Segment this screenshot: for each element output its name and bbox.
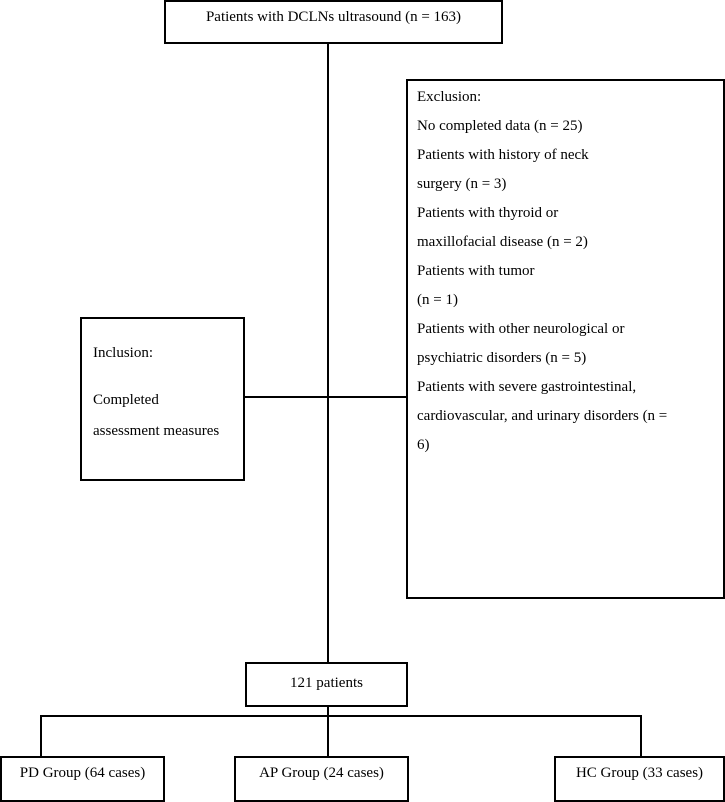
exclusion-line: maxillofacial disease (n = 2) bbox=[417, 234, 588, 250]
connector-pd-drop bbox=[40, 715, 42, 756]
included-patients-text: 121 patients bbox=[290, 675, 363, 691]
exclusion-line: Patients with history of neck bbox=[417, 147, 589, 163]
connector-hc-drop bbox=[640, 715, 642, 756]
top-box: Patients with DCLNs ultrasound (n = 163) bbox=[164, 0, 503, 44]
pd-group-box: PD Group (64 cases) bbox=[0, 756, 165, 802]
exclusion-line: Patients with thyroid or bbox=[417, 205, 559, 221]
connector-groups-horizontal bbox=[40, 715, 642, 717]
exclusion-line: surgery (n = 3) bbox=[417, 176, 507, 192]
hc-group-label: HC Group (33 cases) bbox=[575, 765, 704, 781]
exclusion-heading: Exclusion: bbox=[417, 89, 482, 105]
ap-group-label: AP Group (24 cases) bbox=[259, 765, 384, 781]
top-box-text: Patients with DCLNs ultrasound (n = 163) bbox=[205, 9, 462, 25]
exclusion-box: Exclusion: No completed data (n = 25) Pa… bbox=[406, 79, 725, 599]
connector-middle-down bbox=[327, 707, 329, 756]
connector-main-vertical bbox=[327, 44, 329, 662]
inclusion-line: assessment measures bbox=[93, 423, 220, 439]
exclusion-line: Patients with tumor bbox=[417, 263, 535, 279]
exclusion-line: No completed data (n = 25) bbox=[417, 118, 583, 134]
exclusion-line: Patients with severe gastrointestinal, bbox=[417, 379, 637, 395]
ap-group-box: AP Group (24 cases) bbox=[234, 756, 409, 802]
inclusion-box: Inclusion: Completed assessment measures bbox=[80, 317, 245, 481]
exclusion-line: Patients with other neurological or bbox=[417, 321, 625, 337]
connector-inclusion-exclusion bbox=[245, 396, 407, 398]
pd-group-label: PD Group (64 cases) bbox=[19, 765, 146, 781]
inclusion-line: Completed bbox=[93, 392, 159, 408]
included-patients-box: 121 patients bbox=[245, 662, 408, 707]
exclusion-line: (n = 1) bbox=[417, 292, 458, 308]
exclusion-line: cardiovascular, and urinary disorders (n… bbox=[417, 408, 668, 424]
exclusion-line: 6) bbox=[417, 437, 430, 453]
inclusion-heading: Inclusion: bbox=[93, 345, 153, 361]
hc-group-box: HC Group (33 cases) bbox=[554, 756, 725, 802]
exclusion-line: psychiatric disorders (n = 5) bbox=[417, 350, 587, 366]
